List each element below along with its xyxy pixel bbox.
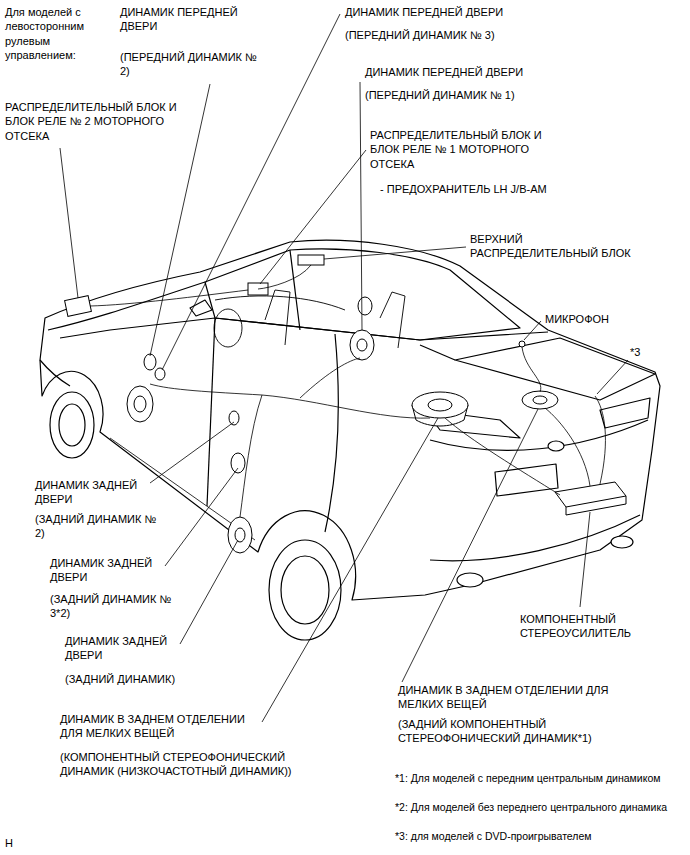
rear-bumper	[430, 515, 640, 561]
speaker	[358, 297, 372, 315]
rear-deck	[420, 345, 455, 360]
wire-harness	[150, 384, 430, 418]
door-seam	[325, 334, 338, 532]
wheel	[281, 556, 329, 624]
leader-line	[360, 82, 362, 330]
part-label: ДИНАМИК ЗАДНЕЙ ДВЕРИ	[50, 556, 172, 585]
part-label: ВЕРХНИЙ РАСПРЕДЕЛИТЕЛЬНЫЙ БЛОК	[470, 232, 642, 261]
part-label: (ПЕРЕДНИЙ ДИНАМИК № 2)	[120, 50, 260, 79]
footnote: *3: для моделей с DVD-проигрывателем	[395, 830, 680, 844]
part-label: (ЗАДНИЙ ДИНАМИК)	[65, 672, 215, 686]
door-seam	[207, 318, 215, 506]
leader-line	[180, 540, 238, 644]
tail-light	[600, 398, 650, 428]
speaker	[229, 411, 239, 425]
speaker	[155, 368, 165, 380]
part-label: (ЗАДНИЙ КОМПОНЕНТНЫЙ СТЕРЕОФОНИЧЕСКИЙ ДИ…	[398, 717, 638, 746]
speaker	[235, 528, 245, 542]
note-label: Для моделей с левосторонним рулевым упра…	[5, 5, 117, 62]
part-label: ДИНАМИК В ЗАДНЕМ ОТДЕЛЕНИИ ДЛЯ МЕЛКИХ ВЕ…	[398, 683, 638, 712]
wire-harness	[595, 396, 605, 484]
wire-harness	[522, 347, 541, 392]
leader-line	[402, 409, 538, 682]
part-label: РАСПРЕДЕЛИТЕЛЬНЫЙ БЛОК И БЛОК РЕЛЕ № 1 М…	[370, 128, 570, 171]
seat	[265, 290, 290, 345]
part-label: (КОМПОНЕНТНЫЙ СТЕРЕОФОНИЧЕСКИЙ ДИНАМИК (…	[60, 750, 330, 779]
wheel	[269, 540, 341, 640]
hood-line	[48, 282, 205, 330]
leader-line	[162, 14, 340, 370]
leader-line	[165, 468, 238, 566]
leader-line	[60, 148, 78, 298]
greenhouse	[205, 249, 520, 340]
leader-line	[262, 418, 438, 722]
audio-parts	[65, 255, 626, 553]
microphone	[519, 341, 525, 347]
woofer	[428, 399, 452, 411]
wire-harness	[545, 408, 590, 486]
speaker	[134, 396, 146, 412]
callout-number: *3	[630, 345, 660, 359]
part-label: (ПЕРЕДНИЙ ДИНАМИК № 3)	[345, 28, 555, 42]
license-plate	[495, 464, 558, 496]
seat	[380, 292, 405, 348]
speaker	[144, 354, 156, 370]
part-label: КОМПОНЕНТНЫЙ СТЕРЕОУСИЛИТЕЛЬ	[520, 612, 670, 641]
speaker	[228, 517, 252, 553]
leader-line	[524, 321, 541, 340]
emblem	[548, 441, 564, 451]
exhaust	[457, 573, 483, 587]
part-label: ДИНАМИК ПЕРЕДНЕЙ ДВЕРИ	[120, 5, 255, 34]
steering-wheel	[214, 309, 242, 347]
wire-harness	[445, 418, 560, 495]
leader-line	[580, 512, 590, 607]
amplifier	[555, 482, 626, 507]
part-label: ДИНАМИК ПЕРЕДНЕЙ ДВЕРИ	[345, 5, 555, 19]
part-label: ДИНАМИК ЗАДНЕЙ ДВЕРИ	[35, 478, 157, 507]
wire-harness	[300, 358, 360, 398]
woofer	[412, 392, 468, 418]
relay-block	[65, 296, 92, 317]
figure-id: H	[5, 836, 25, 850]
footnote: *1: Для моделей с передним центральным д…	[395, 772, 680, 786]
trunk-lid	[455, 338, 655, 400]
part-label: (ПЕРЕДНИЙ ДИНАМИК № 1)	[365, 88, 575, 102]
leader-line	[324, 247, 466, 259]
part-label: - ПРЕДОХРАНИТЕЛЬ LH J/B-AM	[380, 182, 600, 196]
car-body	[40, 240, 660, 640]
part-label: (ЗАДНИЙ ДИНАМИК № 2)	[35, 512, 160, 541]
leader-line	[260, 150, 366, 284]
leader-line	[597, 360, 628, 394]
front-bumper	[40, 360, 70, 386]
part-label: МИКРОФОН	[545, 312, 645, 326]
part-label: ДИНАМИК ЗАДНЕЙ ДВЕРИ	[65, 634, 187, 663]
wire-harness	[90, 265, 605, 517]
wire-harness	[90, 290, 248, 306]
speaker	[522, 391, 558, 409]
body-outline	[40, 240, 660, 600]
speaker	[127, 386, 153, 422]
beltline	[60, 318, 548, 340]
wheel	[59, 404, 85, 446]
part-label: РАСПРЕДЕЛИТЕЛЬНЫЙ БЛОК И БЛОК РЕЛЕ № 2 М…	[5, 100, 180, 143]
footnote: *2: Для моделей без переднего центрально…	[395, 801, 680, 815]
part-label: ДИНАМИК ПЕРЕДНЕЙ ДВЕРИ	[365, 65, 575, 79]
wire-harness	[240, 395, 262, 517]
exhaust	[611, 536, 633, 548]
part-label: (ЗАДНИЙ ДИНАМИК № 3*2)	[50, 592, 175, 621]
leader-line	[150, 422, 234, 483]
junction-block	[298, 255, 324, 265]
amplifier	[566, 496, 626, 515]
wheel	[50, 392, 94, 458]
speaker	[357, 339, 367, 351]
interior	[214, 290, 405, 348]
part-label: ДИНАМИК В ЗАДНЕМ ОТДЕЛЕНИИ ДЛЯ МЕЛКИХ ВЕ…	[60, 712, 265, 741]
speaker	[350, 330, 374, 360]
speaker	[231, 453, 245, 473]
dashboard	[215, 296, 345, 310]
speaker	[533, 396, 547, 404]
rear-face	[430, 420, 648, 450]
